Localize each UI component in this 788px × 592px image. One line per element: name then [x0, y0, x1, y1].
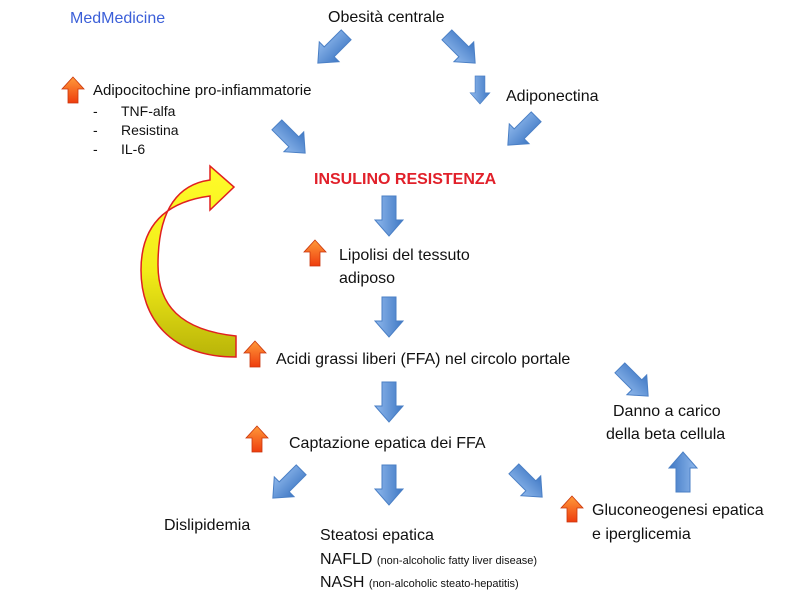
node-nash: NASH (non-alcoholic steato-hepatitis)	[320, 574, 519, 591]
arrow-gluconeogenesis-to-beta-cell	[668, 451, 698, 493]
node-beta-line2: della beta cellula	[606, 426, 726, 443]
list-item: -TNF-alfa	[93, 103, 176, 119]
arrow-adipocytokines-to-insulin-resistance	[266, 114, 316, 164]
arrow-to-adiponectin	[469, 75, 491, 105]
list-item: -Resistina	[93, 122, 179, 138]
brand-logo-text: MedMedicine	[70, 10, 166, 27]
arrow-lipolysis-to-ffa	[374, 296, 404, 338]
node-obesity: Obesità centrale	[328, 9, 445, 26]
increase-icon-ffa	[243, 340, 267, 368]
adipocytokine-list: -TNF-alfa -Resistina -IL-6	[93, 102, 179, 159]
node-gluconeogenesis-line2: e iperglicemia	[592, 526, 691, 543]
feedback-arrow-body	[140, 164, 237, 358]
node-gluconeogenesis-line1: Gluconeogenesi epatica	[592, 502, 764, 519]
arrow-ffa-to-hepatic-uptake	[374, 381, 404, 423]
arrow-adiponectin-to-insulin-resistance	[497, 106, 547, 156]
node-adipocytokines: Adipocitochine pro-infiammatorie	[93, 82, 312, 99]
arrow-to-steatosis	[374, 464, 404, 506]
node-hepatic-uptake: Captazione epatica dei FFA	[289, 435, 486, 452]
node-ffa: Acidi grassi liberi (FFA) nel circolo po…	[276, 351, 571, 368]
list-item: -IL-6	[93, 141, 146, 157]
arrow-to-dyslipidemia	[262, 459, 312, 509]
increase-icon-hepatic-uptake	[245, 425, 269, 453]
arrow-ffa-to-beta-cell	[609, 357, 659, 407]
arrow-insulin-resistance-to-lipolysis	[374, 195, 404, 237]
node-lipolysis-line2: adiposo	[339, 270, 396, 287]
node-beta-line1: Danno a carico	[613, 403, 721, 420]
node-lipolysis-line1: Lipolisi del tessuto	[339, 247, 470, 264]
arrow-obesity-to-adipocytokines	[307, 24, 357, 74]
node-dyslipidemia: Dislipidemia	[164, 517, 251, 534]
arrow-obesity-down-right	[436, 24, 486, 74]
node-nafld: NAFLD (non-alcoholic fatty liver disease…	[320, 551, 538, 568]
increase-icon-adipocytokines	[61, 76, 85, 104]
node-steatosis: Steatosi epatica	[320, 527, 434, 544]
node-insulin-resistance: INSULINO RESISTENZA	[314, 171, 497, 188]
node-adiponectin: Adiponectina	[506, 88, 599, 105]
increase-icon-gluconeogenesis	[560, 495, 584, 523]
increase-icon-lipolysis	[303, 239, 327, 267]
arrow-to-gluconeogenesis	[503, 458, 553, 508]
